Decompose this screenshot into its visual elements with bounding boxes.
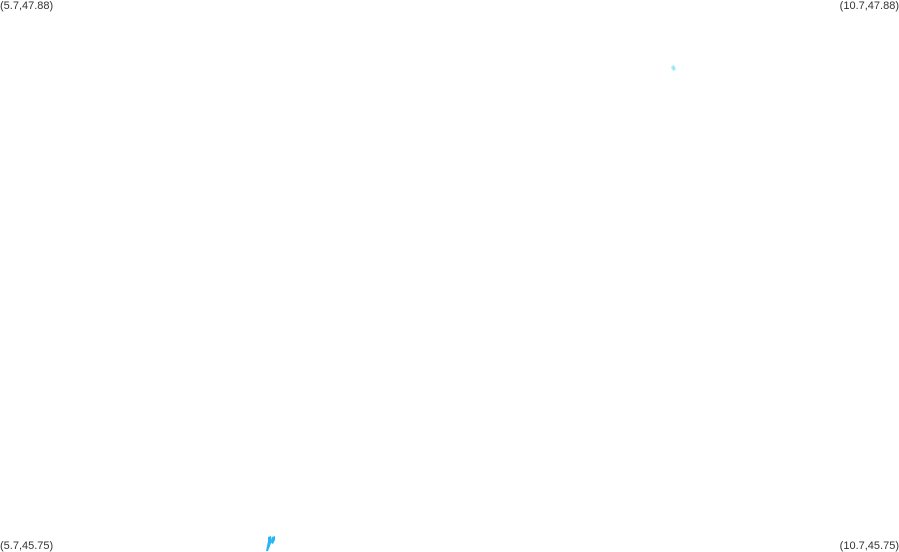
lake-fragment xyxy=(266,536,275,551)
corner-coord-bottom-left: (5.7,45.75) xyxy=(0,540,54,552)
corner-coord-bottom-right: (10.7,45.75) xyxy=(839,540,899,552)
corner-coord-top-right: (10.7,47.88) xyxy=(839,0,899,12)
small-water-feature xyxy=(671,65,676,71)
corner-coord-top-left: (5.7,47.88) xyxy=(0,0,54,12)
